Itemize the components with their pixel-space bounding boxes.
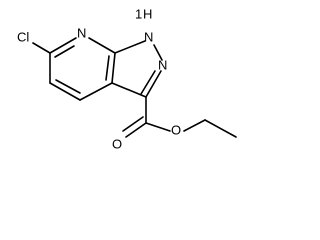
bond-c-o-ether [145, 122, 171, 132]
bond-n2-c3 [145, 70, 162, 98]
atom-ester-oxygen-label: O [171, 122, 181, 137]
bond-c6-n7 [49, 37, 77, 54]
bond-c7a-n1 [114, 40, 146, 54]
bond-c3a-c7a [111, 52, 116, 84]
atom-nh-hydrogen-label: H [143, 6, 152, 21]
atom-pyrazole-nitrogen-label: N [158, 57, 167, 72]
atom-pyridine-nitrogen-label: N [77, 25, 86, 40]
bonds [32, 37, 237, 138]
bond-cl-c6 [32, 42, 51, 54]
bond-n2-c3-inner [140, 70, 156, 95]
bond-c4-c3a [79, 82, 113, 101]
bond-c3a-c7a-inner [105, 55, 110, 81]
bond-n1-n2 [153, 44, 163, 61]
atom-chlorine-label: Cl [17, 29, 29, 44]
bond-c-o-carbonyl [125, 122, 147, 138]
bond-c3-c3a [111, 82, 147, 98]
bond-n7-c7a [88, 37, 116, 54]
chemical-structure-drawing: Cl N 1 H N N O O [17, 6, 237, 151]
bond-c5-c4-inner [55, 79, 81, 94]
bond-o-ch2 [183, 119, 206, 132]
bond-c5-c4 [49, 82, 81, 101]
bond-c-o-carbonyl-inner [122, 116, 144, 132]
atom-carbonyl-oxygen-label: O [112, 136, 122, 151]
atom-nh-nitrogen-label: N [144, 29, 153, 44]
atom-nh-hydrogen-number-label: 1 [135, 6, 142, 21]
bond-c6-n7-inner [54, 45, 75, 58]
bond-ch2-ch3 [204, 119, 237, 138]
atom-labels: Cl N 1 H N N O O [17, 6, 181, 151]
